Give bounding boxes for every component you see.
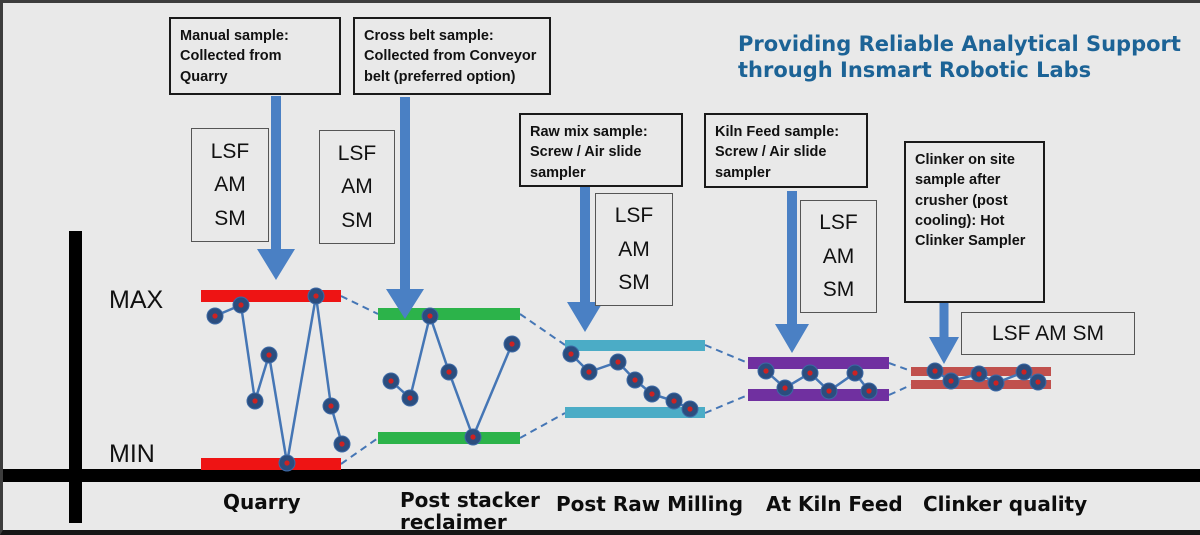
arrow-raw-milling-down-arrow-icon xyxy=(567,187,603,332)
arrow-quarry-down-arrow-icon xyxy=(257,96,295,280)
stage-0-series-line xyxy=(214,295,344,464)
data-point-center-dot xyxy=(328,403,334,409)
band-connector-dashed-line xyxy=(340,437,379,465)
axis-max-label: MAX xyxy=(109,286,164,314)
data-point-center-dot xyxy=(649,391,655,397)
arrow-post-stacker-down-arrow-icon xyxy=(386,97,424,319)
callout-clinker-sample: Clinker on site sample after crusher (po… xyxy=(904,141,1045,303)
data-point-center-dot xyxy=(339,441,345,447)
data-point-center-dot xyxy=(266,352,272,358)
parameter-box-raw-milling: LSF AM SM xyxy=(595,193,673,306)
y-axis-line xyxy=(69,231,82,523)
stage-4-min-band xyxy=(911,380,1051,389)
band-connector-dashed-line xyxy=(704,394,749,414)
stage-0-min-band xyxy=(201,458,341,470)
data-point-center-dot xyxy=(866,388,872,394)
data-point-center-dot xyxy=(313,293,319,299)
callout-kiln-feed-sample: Kiln Feed sample: Screw / Air slide samp… xyxy=(704,113,868,188)
data-point-center-dot xyxy=(238,302,244,308)
stage-1-min-band xyxy=(378,432,520,444)
data-point-center-dot xyxy=(976,371,982,377)
stage-label-post-raw-milling: Post Raw Milling xyxy=(556,492,744,516)
data-point-center-dot xyxy=(446,369,452,375)
data-point-center-dot xyxy=(615,359,621,365)
data-point-center-dot xyxy=(427,313,433,319)
data-point-center-dot xyxy=(807,370,813,376)
data-point-center-dot xyxy=(407,395,413,401)
band-connector-dashed-line xyxy=(888,384,912,396)
axis-min-label: MIN xyxy=(109,440,155,468)
callout-raw-mix-sample: Raw mix sample: Screw / Air slide sample… xyxy=(519,113,683,187)
arrow-kiln-feed-down-arrow-icon xyxy=(775,191,809,353)
parameter-box-quarry: LSF AM SM xyxy=(191,128,269,242)
data-point-center-dot xyxy=(671,398,677,404)
band-connector-dashed-line xyxy=(888,362,912,372)
data-point-center-dot xyxy=(1035,379,1041,385)
callout-manual-sample: Manual sample: Collected from Quarry xyxy=(169,17,341,95)
x-axis-line xyxy=(3,469,1200,482)
stage-1-max-band xyxy=(378,308,520,320)
data-point-center-dot xyxy=(948,378,954,384)
stage-label-clinker-quality: Clinker quality xyxy=(923,492,1088,516)
band-connector-dashed-line xyxy=(519,313,566,346)
band-connector-dashed-line xyxy=(704,344,749,364)
data-point-center-dot xyxy=(763,368,769,374)
parameter-box-clinker: LSF AM SM xyxy=(961,312,1135,355)
data-point-center-dot xyxy=(509,341,515,347)
parameter-box-kiln-feed: LSF AM SM xyxy=(800,200,877,313)
data-point-center-dot xyxy=(388,378,394,384)
data-point-center-dot xyxy=(993,380,999,386)
stage-label-at-kiln-feed: At Kiln Feed xyxy=(766,492,903,516)
stage-2-max-band xyxy=(565,340,705,351)
data-point-center-dot xyxy=(1021,369,1027,375)
data-point-center-dot xyxy=(470,434,476,440)
data-point-center-dot xyxy=(586,369,592,375)
data-point-center-dot xyxy=(782,385,788,391)
data-point-center-dot xyxy=(632,377,638,383)
variation-diagram xyxy=(3,96,1200,523)
data-point-center-dot xyxy=(284,460,290,466)
stage-label-quarry: Quarry xyxy=(223,490,301,514)
band-connector-dashed-line xyxy=(519,412,566,439)
data-point-center-dot xyxy=(932,368,938,374)
data-point-center-dot xyxy=(252,398,258,404)
stage-2-min-band xyxy=(565,407,705,418)
data-point-center-dot xyxy=(212,313,218,319)
arrow-clinker-down-arrow-icon xyxy=(929,301,959,364)
callout-cross-belt-sample: Cross belt sample: Collected from Convey… xyxy=(353,17,551,95)
data-point-center-dot xyxy=(826,388,832,394)
band-connector-dashed-line xyxy=(340,295,379,315)
data-point-center-dot xyxy=(687,406,693,412)
stage-label-post-stacker: Post stacker reclaimer xyxy=(400,488,540,534)
slide-title: Providing Reliable Analytical Support th… xyxy=(738,32,1181,83)
data-point-center-dot xyxy=(568,351,574,357)
parameter-box-post-stacker: LSF AM SM xyxy=(319,130,395,244)
data-point-center-dot xyxy=(852,370,858,376)
